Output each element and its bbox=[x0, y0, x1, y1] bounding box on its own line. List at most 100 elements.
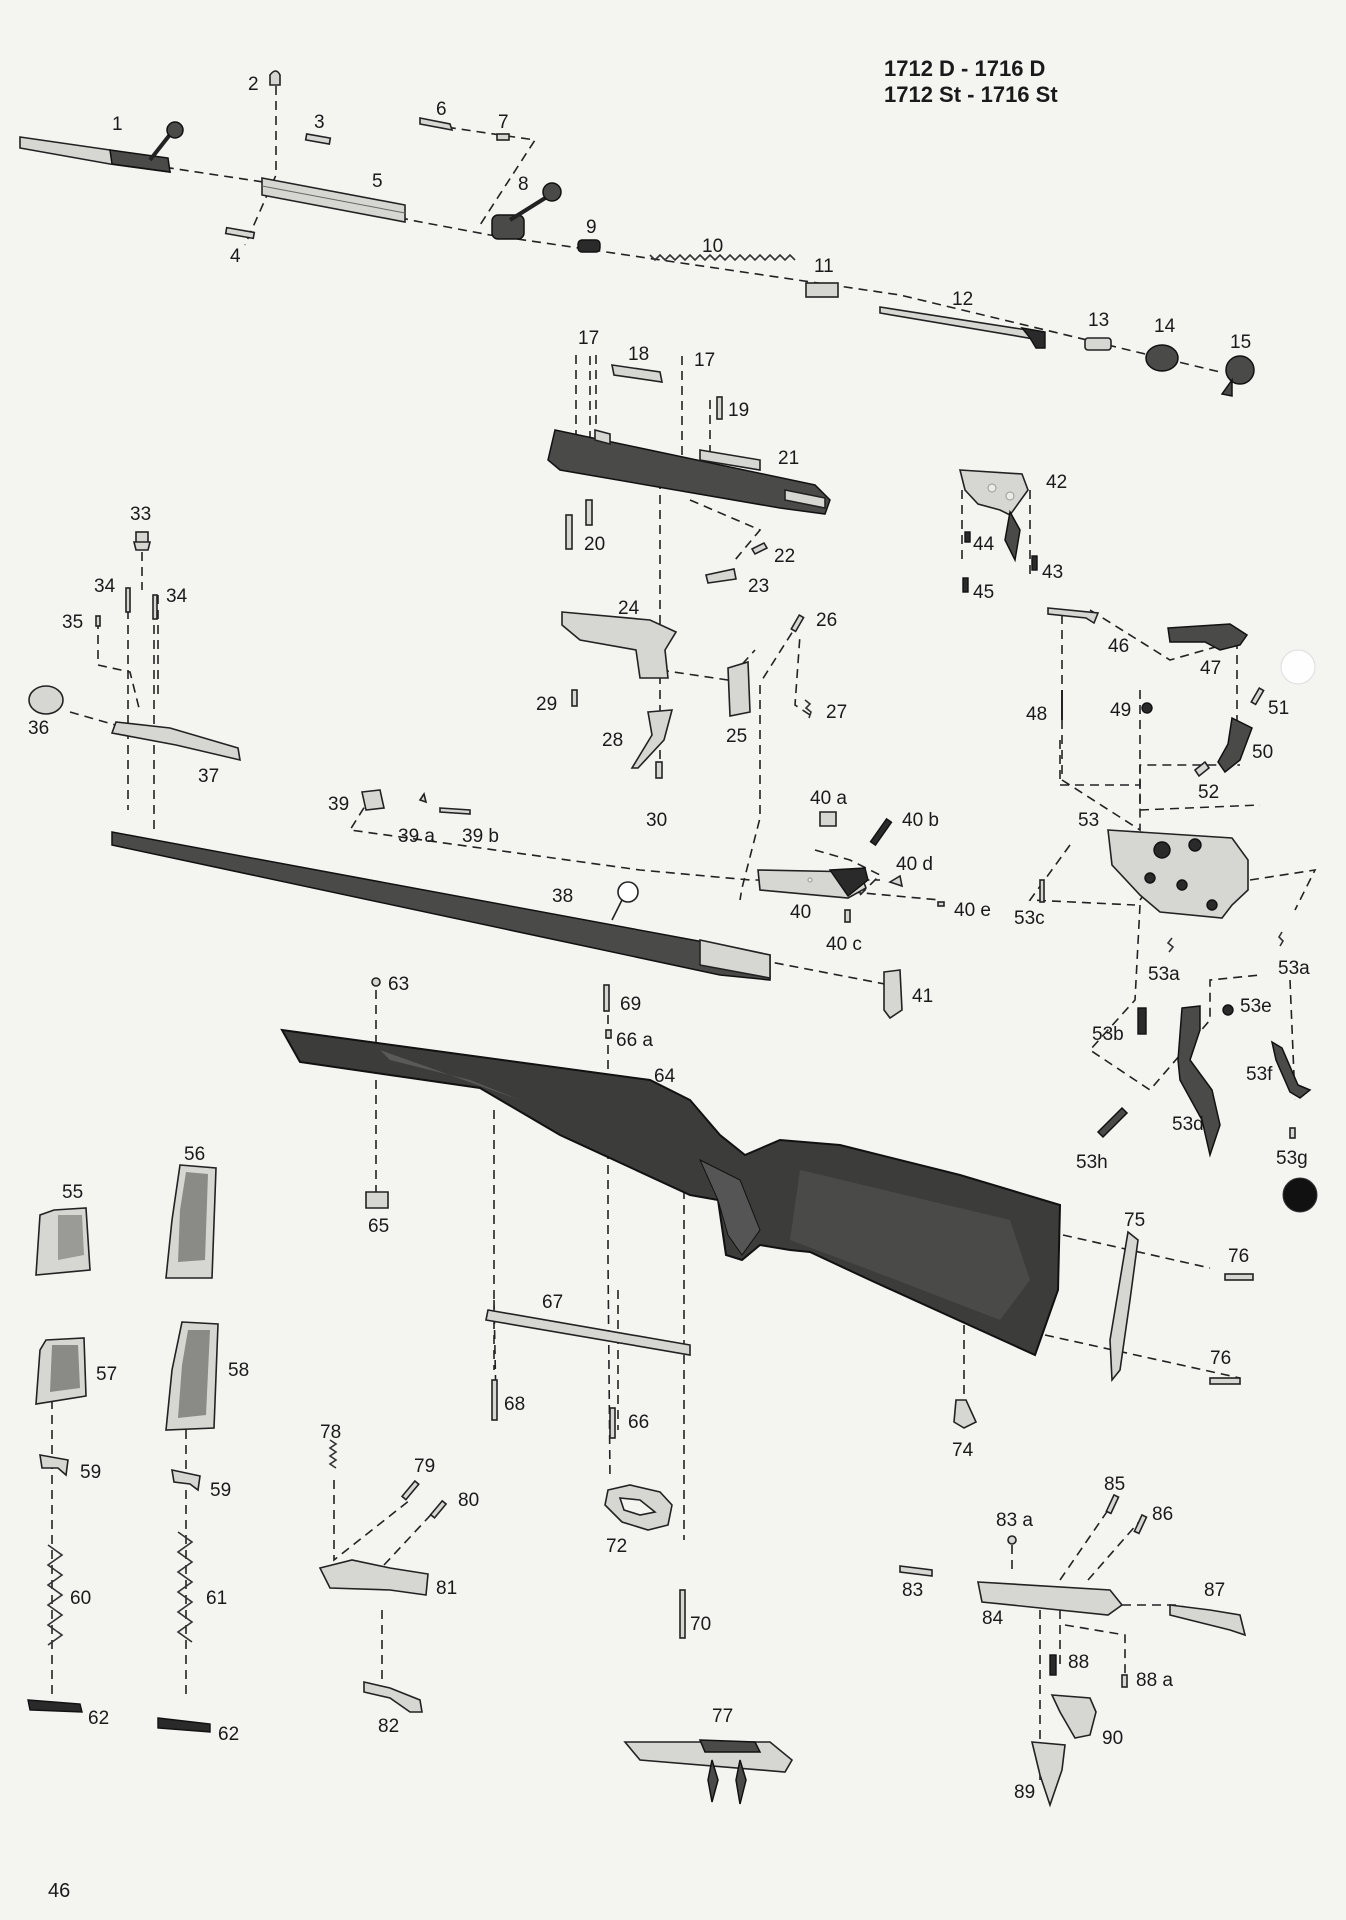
plate-18-part bbox=[610, 364, 664, 383]
label-1: 1 bbox=[112, 114, 123, 135]
screw-69-part bbox=[603, 984, 610, 1012]
label-67: 67 bbox=[542, 1292, 563, 1313]
trigger-guard-77-part bbox=[623, 1739, 794, 1805]
label-18: 18 bbox=[628, 344, 649, 365]
buttpad-75-part bbox=[1109, 1230, 1139, 1383]
label-30: 30 bbox=[646, 810, 667, 831]
label-8: 8 bbox=[518, 174, 529, 195]
label-6: 6 bbox=[436, 99, 447, 120]
magazine-spring-61-part bbox=[176, 1531, 194, 1643]
label-85: 85 bbox=[1104, 1474, 1125, 1495]
label-21: 21 bbox=[778, 448, 799, 469]
swivel-65-part bbox=[365, 1191, 389, 1209]
label-69: 69 bbox=[620, 994, 641, 1015]
label-40a: 40 a bbox=[810, 788, 847, 809]
binder-hole-lower bbox=[1282, 1177, 1318, 1213]
follower-59b-part bbox=[171, 1468, 201, 1492]
screw-70-part bbox=[679, 1589, 686, 1639]
screw-53e-part bbox=[1222, 1004, 1234, 1016]
label-50: 50 bbox=[1252, 742, 1273, 763]
label-49: 49 bbox=[1110, 700, 1131, 721]
label-51: 51 bbox=[1268, 698, 1289, 719]
label-52: 52 bbox=[1198, 782, 1219, 803]
label-46: 46 bbox=[1108, 636, 1129, 657]
label-53c: 53c bbox=[1014, 908, 1045, 929]
label-48: 48 bbox=[1026, 704, 1047, 725]
spring-40d-part bbox=[888, 874, 904, 888]
label-53e: 53e bbox=[1240, 996, 1272, 1017]
pin-79-part bbox=[400, 1479, 420, 1501]
foresight-hood-41-part bbox=[883, 969, 903, 1020]
screw-29-part bbox=[571, 689, 578, 707]
trigger-housing-53-part bbox=[1107, 829, 1249, 919]
screw-66-part bbox=[609, 1407, 616, 1439]
label-40b: 40 b bbox=[902, 810, 939, 831]
label-88: 88 bbox=[1068, 1652, 1089, 1673]
part-number-labels: 1 2 3 4 5 6 7 8 9 10 11 12 13 14 15 17 1… bbox=[28, 74, 1310, 1803]
label-29: 29 bbox=[536, 694, 557, 715]
label-76b: 76 bbox=[1210, 1348, 1231, 1369]
label-58: 58 bbox=[228, 1360, 249, 1381]
trigger-53d-part bbox=[1177, 1005, 1221, 1158]
barrel-38-part bbox=[111, 831, 771, 981]
pin-51-part bbox=[1250, 686, 1265, 706]
label-53a-right: 53a bbox=[1278, 958, 1310, 979]
release-81-part bbox=[318, 1559, 429, 1596]
magazine-55-part bbox=[35, 1207, 91, 1276]
floorplate-62b-part bbox=[157, 1717, 211, 1733]
pin-6-part bbox=[419, 117, 454, 132]
part-shapes bbox=[19, 70, 1318, 1808]
label-34a: 34 bbox=[94, 576, 116, 597]
label-64: 64 bbox=[654, 1066, 676, 1087]
screw-34b-part bbox=[152, 594, 158, 620]
label-79: 79 bbox=[414, 1456, 435, 1477]
screw-66a-part bbox=[605, 1029, 612, 1039]
label-47: 47 bbox=[1200, 658, 1221, 679]
screw-40b-part bbox=[869, 817, 893, 847]
spring-52-part bbox=[1193, 760, 1211, 778]
magazine-56-part bbox=[165, 1164, 217, 1279]
label-78: 78 bbox=[320, 1422, 341, 1443]
key-4-part bbox=[224, 226, 256, 240]
follower-59a-part bbox=[39, 1454, 69, 1477]
label-3: 3 bbox=[314, 112, 325, 133]
label-53d: 53d bbox=[1172, 1114, 1204, 1135]
screw-88-part bbox=[1049, 1654, 1057, 1676]
receiver-21-part bbox=[547, 428, 831, 515]
model-title-line-2: 1712 St - 1716 St bbox=[884, 82, 1058, 107]
pin-53h-part bbox=[1096, 1106, 1129, 1139]
screw-83a-part bbox=[1007, 1535, 1017, 1545]
label-56: 56 bbox=[184, 1144, 205, 1165]
label-4: 4 bbox=[230, 246, 241, 267]
pin-40c-part bbox=[844, 909, 851, 923]
model-title-block: 1712 D - 1716 D 1712 St - 1716 St bbox=[884, 56, 1058, 108]
label-40: 40 bbox=[790, 902, 811, 923]
rear-sight-40-part bbox=[757, 867, 869, 899]
binder-hole-upper bbox=[1280, 649, 1316, 685]
label-43: 43 bbox=[1042, 562, 1063, 583]
label-39: 39 bbox=[328, 794, 349, 815]
screw-30-part bbox=[655, 761, 663, 779]
label-2: 2 bbox=[248, 74, 259, 95]
plate-84-part bbox=[977, 1581, 1124, 1616]
label-88a: 88 a bbox=[1136, 1670, 1173, 1691]
label-55: 55 bbox=[62, 1182, 83, 1203]
label-36: 36 bbox=[28, 718, 49, 739]
label-53f: 53f bbox=[1246, 1064, 1273, 1085]
label-22: 22 bbox=[774, 546, 795, 567]
pin-86-part bbox=[1133, 1513, 1148, 1535]
label-5: 5 bbox=[372, 171, 383, 192]
trigger-28-part bbox=[630, 709, 674, 769]
label-15: 15 bbox=[1230, 332, 1251, 353]
label-82: 82 bbox=[378, 1716, 399, 1737]
pin-2-part bbox=[269, 70, 281, 86]
label-76a: 76 bbox=[1228, 1246, 1249, 1267]
label-53h: 53h bbox=[1076, 1152, 1108, 1173]
floorplate-62a-part bbox=[27, 1699, 83, 1713]
pin-53g-part bbox=[1289, 1127, 1296, 1139]
label-68: 68 bbox=[504, 1394, 525, 1415]
model-title-line-1: 1712 D - 1716 D bbox=[884, 56, 1046, 81]
bracket-24-part bbox=[561, 611, 678, 679]
firing-pin-12-part bbox=[879, 306, 1041, 341]
